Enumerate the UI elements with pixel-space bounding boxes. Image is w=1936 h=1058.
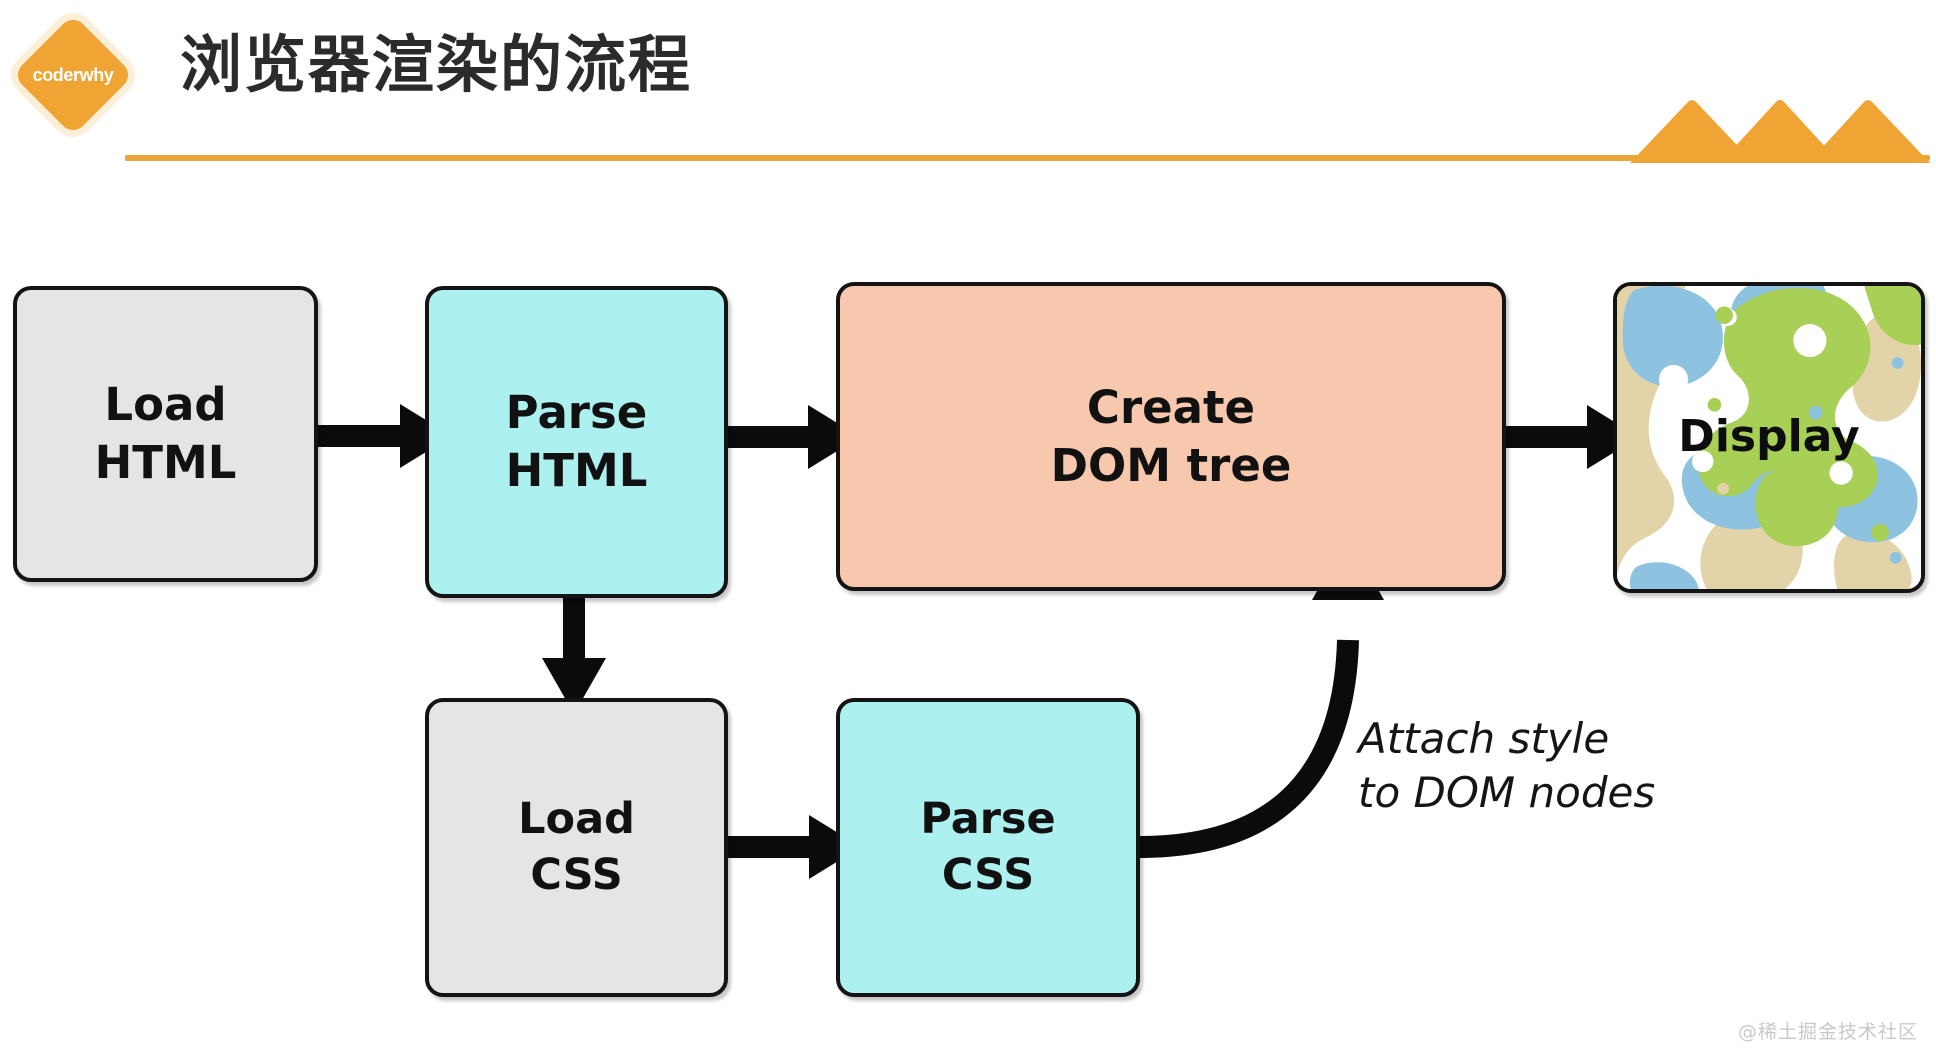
mountains-decoration <box>1630 100 1930 163</box>
node-load-html-label: Load HTML <box>94 378 237 489</box>
node-parse-css[interactable]: Parse CSS <box>836 698 1140 997</box>
node-load-html[interactable]: Load HTML <box>13 286 318 582</box>
node-display[interactable]: Display <box>1613 282 1925 593</box>
node-create-dom-tree-label: Create DOM tree <box>1050 380 1292 492</box>
header-divider <box>125 155 1930 161</box>
watermark: @稀土掘金技术社区 <box>1737 1021 1918 1043</box>
logo-label: coderwhy <box>32 64 114 85</box>
arrow-parse-html-to-load-css <box>542 596 606 714</box>
display-abstract-pattern <box>1617 286 1921 589</box>
node-create-dom-tree[interactable]: Create DOM tree <box>836 282 1506 591</box>
node-load-css-label: Load CSS <box>518 794 635 900</box>
coderwhy-logo[interactable]: coderwhy <box>12 14 134 136</box>
node-display-label: Display <box>1678 411 1860 463</box>
node-parse-html-label: Parse HTML <box>505 386 648 497</box>
edge-label-attach-style: Attach style to DOM nodes <box>1358 714 1656 817</box>
node-parse-html[interactable]: Parse HTML <box>425 286 728 598</box>
arrow-load-css-to-parse-css <box>728 815 861 879</box>
node-load-css[interactable]: Load CSS <box>425 698 728 997</box>
page-header: coderwhy 浏览器渲染的流程 <box>0 0 1936 175</box>
page-title: 浏览器渲染的流程 <box>180 28 693 101</box>
node-parse-css-label: Parse CSS <box>920 794 1056 900</box>
arrow-parse-html-to-create-dom <box>727 405 860 469</box>
